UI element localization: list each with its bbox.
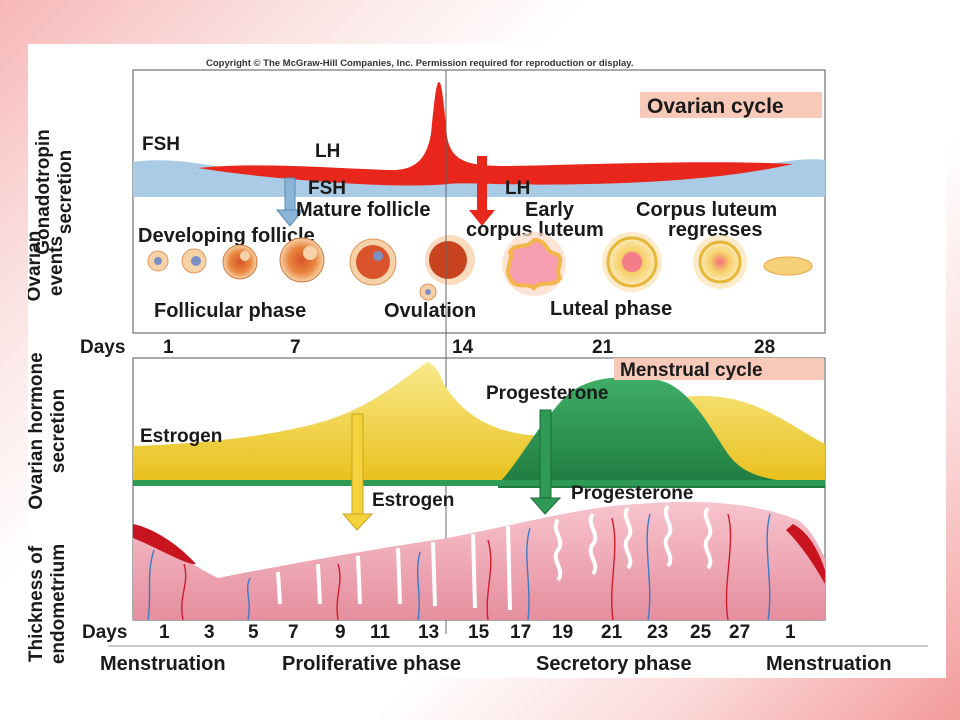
- svg-text:Thickness of: Thickness of: [28, 545, 47, 662]
- ovarian-title: Ovarian cycle: [647, 95, 784, 118]
- svg-text:13: 13: [418, 622, 439, 643]
- svg-text:events: events: [46, 236, 67, 296]
- ovarian-title-bg: [640, 92, 822, 118]
- svg-text:Ovarian: Ovarian: [28, 231, 45, 302]
- svg-text:secretion: secretion: [48, 389, 69, 473]
- svg-text:secretion: secretion: [55, 150, 76, 234]
- progesterone-curve: [498, 377, 825, 488]
- days-bottom-ticks: 1 3 5 7 9 11 13 15 17 19 21 23 25 27 1: [159, 622, 796, 643]
- lh-low-label: LH: [505, 178, 530, 199]
- menstrual-cycle-diagram: Copyright © The McGraw-Hill Companies, I…: [24, 58, 928, 675]
- lh-arrow: [469, 156, 495, 226]
- menstrual-title-bg: [614, 358, 824, 380]
- fsh-arrow: [275, 177, 305, 227]
- progesterone-label: Progesterone: [486, 383, 608, 404]
- developing-follicle-label: Developing follicle: [138, 225, 315, 247]
- side-ovarian-events: Ovarian events: [24, 231, 67, 302]
- follicle-sequence: [147, 232, 813, 301]
- side-endometrium: Thickness of endometrium: [26, 544, 69, 664]
- endometrium-layer: [133, 501, 825, 620]
- endometrium-glands: [276, 504, 713, 611]
- days-top-label: Days: [80, 337, 125, 358]
- side-gonadotropin: Gonadotropin secretion: [33, 129, 76, 255]
- svg-text:1: 1: [159, 622, 170, 643]
- progesterone-arrow: [529, 409, 562, 515]
- svg-text:15: 15: [468, 622, 490, 643]
- follicular-phase-label: Follicular phase: [154, 300, 306, 322]
- svg-text:23: 23: [647, 622, 668, 643]
- phase-menstruation-1: Menstruation: [100, 653, 226, 675]
- svg-text:21: 21: [601, 622, 623, 643]
- lh-band: [198, 82, 793, 186]
- hormone-baseline: [133, 480, 825, 486]
- svg-text:27: 27: [729, 622, 750, 643]
- days-top-14: 14: [452, 337, 474, 358]
- menstrual-blood-left: [133, 524, 196, 565]
- fsh-label: FSH: [142, 134, 180, 155]
- early-corpus-label-2: corpus luteum: [466, 219, 604, 241]
- ovarian-panel: [132, 69, 826, 334]
- svg-text:Ovarian hormone: Ovarian hormone: [28, 352, 47, 509]
- svg-text:1: 1: [785, 622, 796, 643]
- svg-text:Gonadotropin: Gonadotropin: [33, 129, 54, 255]
- copyright-text: Copyright © The McGraw-Hill Companies, I…: [206, 58, 634, 69]
- phase-proliferative: Proliferative phase: [282, 653, 461, 675]
- phase-secretory: Secretory phase: [536, 653, 692, 675]
- corpus-regresses-label-1: Corpus luteum: [636, 199, 777, 221]
- slide: Copyright © The McGraw-Hill Companies, I…: [24, 44, 946, 678]
- svg-text:endometrium: endometrium: [48, 544, 69, 664]
- days-top-7: 7: [290, 337, 301, 358]
- svg-text:3: 3: [204, 622, 215, 643]
- menstrual-blood-right: [786, 524, 825, 584]
- days-top-1: 1: [163, 337, 174, 358]
- ovulation-label: Ovulation: [384, 300, 476, 322]
- luteal-phase-label: Luteal phase: [550, 298, 672, 320]
- estrogen-arrow-label: Estrogen: [372, 490, 454, 511]
- svg-text:19: 19: [552, 622, 573, 643]
- corpus-regresses-label-2: regresses: [668, 219, 763, 241]
- svg-text:7: 7: [288, 622, 299, 643]
- estrogen-arrow: [341, 413, 374, 531]
- svg-text:25: 25: [690, 622, 712, 643]
- endometrium-vessels: [147, 513, 771, 621]
- early-corpus-label-1: Early: [525, 199, 575, 221]
- days-top-28: 28: [754, 337, 775, 358]
- phase-menstruation-2: Menstruation: [766, 653, 892, 675]
- days-bottom-label: Days: [82, 622, 127, 643]
- svg-text:5: 5: [248, 622, 259, 643]
- side-hormone: Ovarian hormone secretion: [26, 352, 69, 509]
- mature-follicle-label: Mature follicle: [296, 199, 430, 221]
- lh-label: LH: [315, 141, 340, 162]
- svg-text:17: 17: [510, 622, 531, 643]
- menstrual-title: Menstrual cycle: [620, 360, 763, 381]
- progesterone-arrow-label: Progesterone: [571, 483, 693, 504]
- days-top-21: 21: [592, 337, 614, 358]
- fsh-low-label: FSH: [308, 178, 346, 199]
- estrogen-label: Estrogen: [140, 426, 222, 447]
- svg-text:9: 9: [335, 622, 346, 643]
- svg-text:11: 11: [370, 622, 391, 643]
